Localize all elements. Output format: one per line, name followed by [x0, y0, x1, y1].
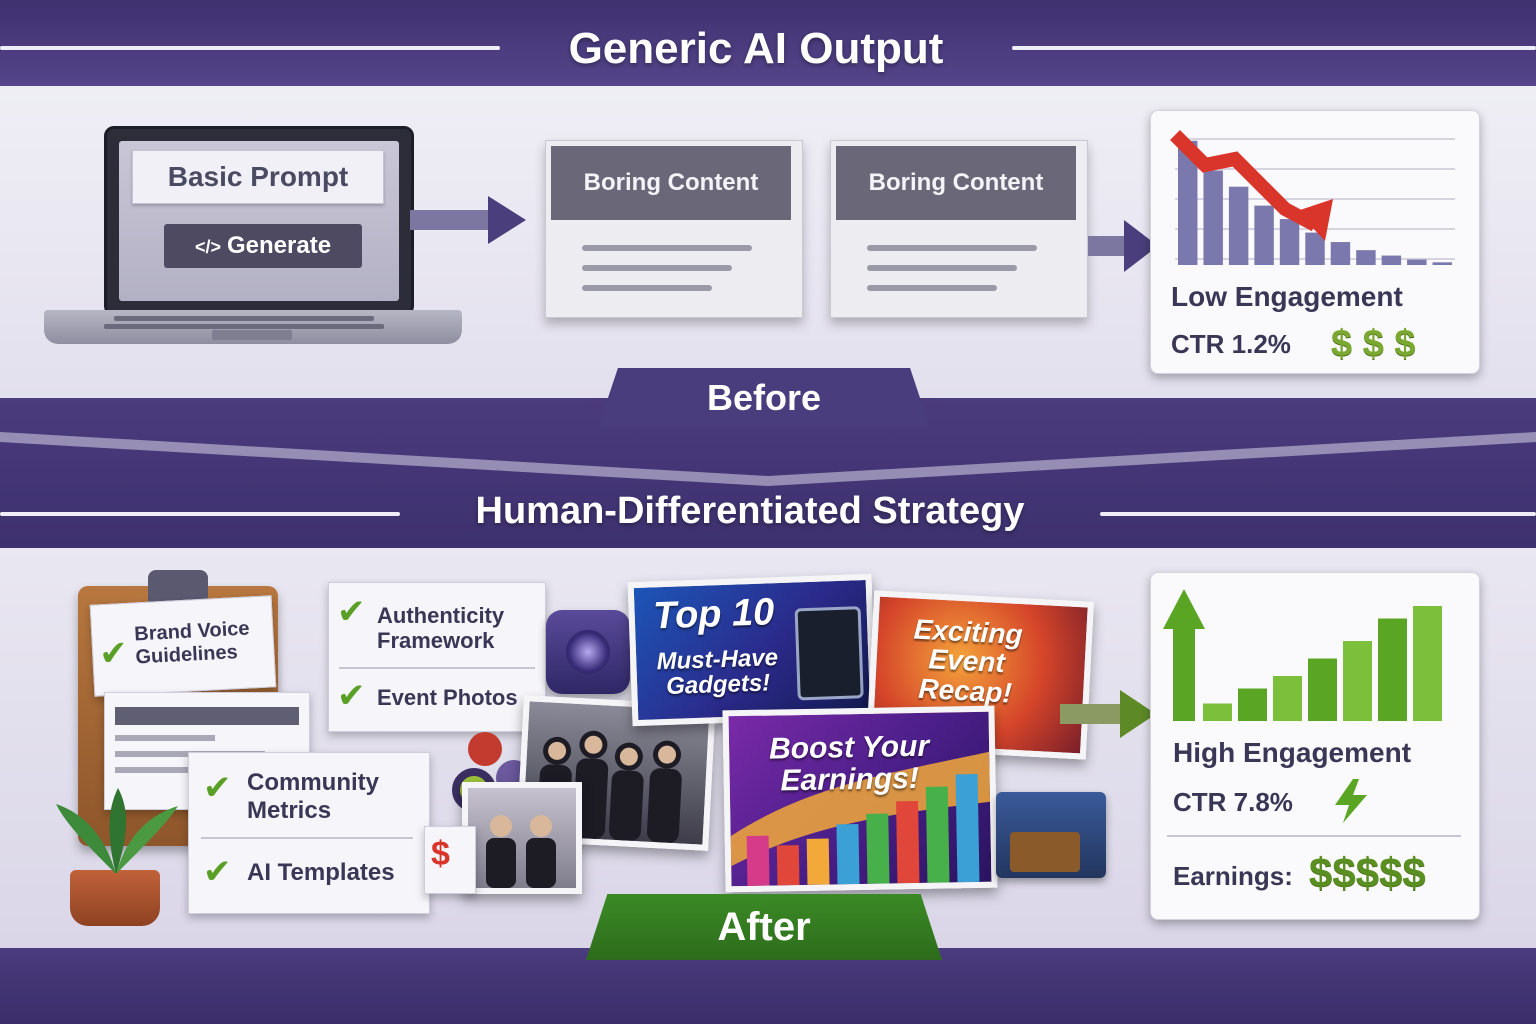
bar [1356, 250, 1376, 265]
before-title: Generic AI Output [568, 24, 944, 73]
event-photos-label: Event Photos [377, 685, 518, 710]
title-rule-left [0, 512, 400, 516]
top-band [0, 0, 1536, 86]
bar [1273, 676, 1302, 721]
generate-button[interactable]: </>Generate [164, 224, 362, 268]
decor-dot-red [468, 732, 502, 766]
high-engagement-chart [1163, 589, 1442, 721]
bar [1432, 262, 1452, 265]
high-engagement-label: High Engagement [1173, 737, 1412, 768]
low-engagement-panel: Low Engagement CTR 1.2% $ $ $ [1150, 110, 1480, 374]
checkmark-icon: ✔ [203, 769, 232, 807]
authenticity-label: Authenticity Framework [377, 603, 505, 654]
bar [1343, 641, 1372, 721]
low-engagement-label: Low Engagement [1171, 281, 1403, 312]
ctr-value: CTR 1.2% [1171, 329, 1291, 359]
ctr-value: CTR 7.8% [1173, 787, 1293, 817]
bar [1238, 688, 1267, 721]
gadget-box-lid [1010, 832, 1080, 872]
high-engagement-panel: High Engagement CTR 7.8% Earnings: $$$$$ [1150, 572, 1480, 920]
after-badge: After [586, 894, 942, 960]
dollar-card: $ [424, 826, 476, 894]
bar [1413, 606, 1442, 721]
bar [1279, 219, 1300, 265]
bar [1330, 242, 1351, 265]
trend-arrow-down-icon [1297, 199, 1333, 241]
community-metrics-card: ✔ Community Metrics ✔ AI Templates [188, 752, 430, 914]
boost-earnings-label: Boost Your Earnings! [768, 729, 930, 797]
title-rule-left [0, 46, 500, 50]
dollar-icon: $ [431, 835, 450, 873]
after-title: Human-Differentiated Strategy [475, 490, 1025, 532]
checkmark-icon: ✔ [337, 593, 366, 631]
bar [1203, 703, 1232, 721]
checkmark-icon: ✔ [98, 633, 129, 674]
bar [1203, 170, 1223, 265]
divider-shape [0, 432, 1536, 486]
community-metrics-label: Community Metrics [247, 769, 379, 824]
duo-photo [462, 782, 582, 894]
authenticity-card: ✔ Authenticity Framework ✔ Event Photos [328, 582, 546, 732]
plant-leaves-icon [56, 788, 178, 874]
bar [1308, 658, 1337, 721]
event-recap-label: Exciting Event Recap! [913, 613, 1024, 709]
bar [1407, 259, 1427, 265]
basic-prompt-input[interactable]: Basic Prompt [132, 150, 384, 204]
trend-arrow-up-icon [1163, 589, 1205, 629]
low-engagement-chart [1170, 130, 1455, 265]
arrow-shaft [1088, 236, 1132, 256]
earnings-label: Earnings: [1173, 861, 1293, 891]
checkmark-icon: ✔ [203, 853, 232, 891]
bar [1178, 140, 1198, 265]
badge-rule-right [940, 398, 1536, 401]
arrow-right-icon [488, 196, 526, 244]
badge-rule-left [0, 398, 590, 401]
camera-icon [546, 610, 630, 694]
code-icon: </> [194, 237, 221, 257]
boring-content-card-2: Boring Content [830, 140, 1088, 318]
top-10-thumbnail: Top 10 Must-Have Gadgets! [627, 573, 877, 727]
bar [1378, 618, 1407, 721]
title-rule-right [1100, 512, 1536, 516]
laptop-keyboard [44, 310, 462, 344]
arrow-shaft [1060, 704, 1126, 724]
arrow-shaft [410, 210, 490, 230]
trend-line [1170, 130, 1319, 232]
boost-earnings-thumbnail: Boost Your Earnings! [722, 705, 998, 893]
boring-content-card-1: Boring Content [545, 140, 803, 318]
brand-voice-card: ✔ Brand Voice Guidelines [89, 595, 277, 697]
lightning-icon [1335, 779, 1367, 823]
earnings-bars-icon [730, 751, 991, 886]
people-icon [486, 815, 556, 888]
top-10-label: Top 10 [652, 591, 775, 638]
ai-templates-label: AI Templates [247, 859, 395, 886]
plant-pot [70, 870, 160, 926]
card-heading: Boring Content [836, 146, 1076, 220]
bar [1381, 255, 1402, 265]
gadgets-label: Must-Have Gadgets! [656, 644, 779, 701]
tablet-icon [794, 606, 864, 701]
checkmark-icon: ✔ [337, 677, 366, 715]
earnings-money: $$$$$ [1309, 849, 1426, 896]
stat-divider [1167, 835, 1461, 837]
bar [1254, 205, 1274, 265]
card-heading: Boring Content [551, 146, 791, 220]
bar [1305, 232, 1325, 265]
title-rule-right [1012, 46, 1536, 50]
before-badge: Before [598, 368, 930, 428]
brand-voice-label: Brand Voice Guidelines [133, 617, 250, 669]
bottom-band [0, 948, 1536, 1024]
trend-arrow-shaft [1173, 625, 1195, 721]
generate-label: Generate [226, 232, 332, 259]
money-icons: $ $ $ [1331, 323, 1416, 365]
bar [1228, 186, 1249, 265]
